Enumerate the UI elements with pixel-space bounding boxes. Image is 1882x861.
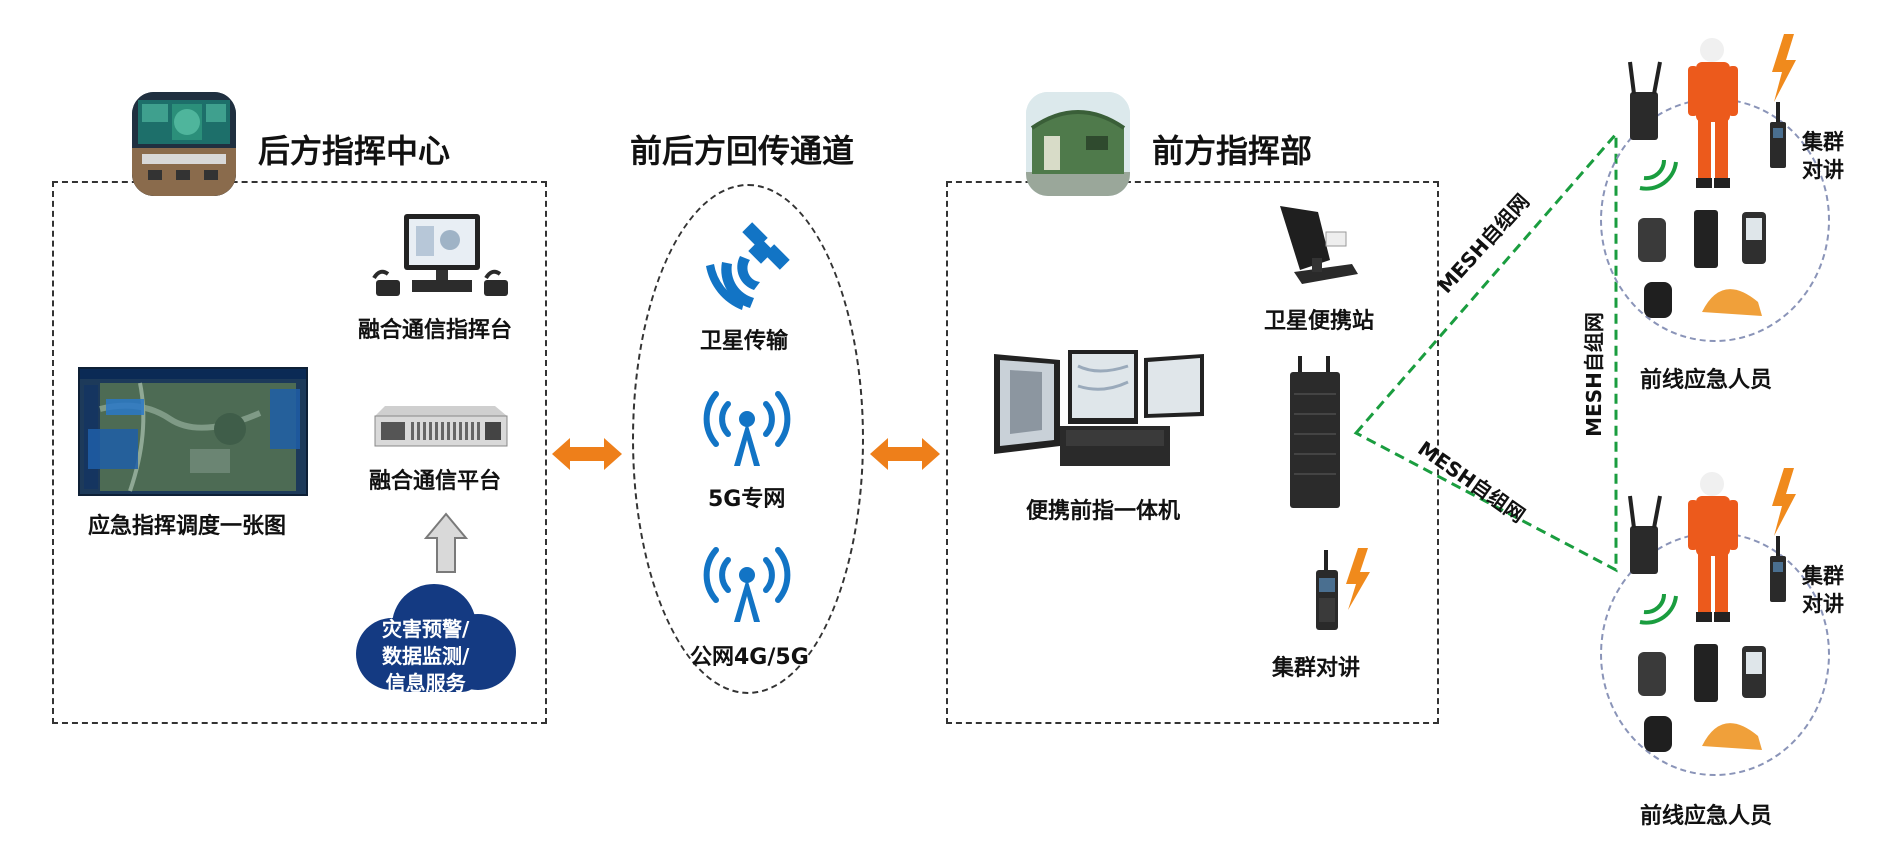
front-radio-svg [1316, 548, 1370, 630]
field-group-2-radio-label-2: 对讲 [1802, 592, 1844, 616]
mesh-base-station-graphic [1286, 354, 1344, 514]
satellite-svg [706, 222, 790, 310]
cloud-text: 灾害预警/ 数据监测/ 信息服务 [382, 616, 469, 697]
mesh-base-station-svg [1290, 356, 1340, 508]
server-svg [374, 406, 508, 447]
satellite-portable-svg [1280, 206, 1358, 284]
double-arrow-icon-right [870, 436, 940, 476]
field-group-2-svg [1628, 468, 1796, 752]
field-group-1-radio-label-2: 对讲 [1802, 158, 1844, 182]
satellite-transmission-label: 卫星传输 [700, 329, 789, 354]
field-group-1-radio-label-1: 集群 [1802, 130, 1844, 154]
cloud-line-2: 数据监测/ [382, 644, 470, 668]
antenna-public-svg [703, 547, 791, 622]
portable-terminal-graphic [990, 346, 1210, 478]
satellite-portable-label: 卫星便携站 [1264, 309, 1375, 334]
front-radio-graphic [1306, 548, 1376, 648]
command-center-photo [132, 92, 236, 196]
field-group-2-graphics [1620, 466, 1840, 770]
wifi-signal-icon-2 [1643, 593, 1667, 615]
satellite-portable-graphic [1272, 202, 1362, 292]
5g-private-label: 5G专网 [708, 487, 786, 512]
satellite-icon [700, 222, 792, 316]
backhaul-ellipse [632, 184, 864, 694]
command-console-svg [372, 214, 508, 296]
lightning-icon-2 [1772, 468, 1796, 536]
cloud-svg [356, 584, 516, 692]
command-console-label: 融合通信指挥台 [358, 318, 513, 343]
field-group-1-svg [1628, 34, 1796, 318]
dispatch-map-svg [80, 369, 306, 492]
antenna-tower-icon-public [700, 538, 794, 628]
double-arrow-right-svg [870, 438, 940, 470]
backhaul-title: 前后方回传通道 [630, 132, 855, 170]
cloud-line-3: 信息服务 [385, 671, 466, 695]
dispatch-map-label: 应急指挥调度一张图 [88, 514, 287, 539]
front-command-box [946, 181, 1439, 724]
wifi-signal-icon [1643, 159, 1667, 181]
field-group-1-team-label: 前线应急人员 [1640, 368, 1773, 393]
field-group-2-team-label: 前线应急人员 [1640, 804, 1773, 829]
up-arrow-icon [423, 512, 469, 578]
server-graphic [373, 402, 509, 456]
mesh-label-vertical: MESH自组网 [1581, 312, 1606, 437]
antenna-tower-icon [700, 382, 794, 472]
front-command-title: 前方指挥部 [1152, 132, 1313, 170]
field-group-2-radio-label-1: 集群 [1802, 564, 1844, 588]
public-network-label: 公网4G/5G [690, 645, 809, 670]
platform-label: 融合通信平台 [369, 469, 502, 494]
command-center-photo-art [132, 92, 236, 196]
rear-command-box [52, 181, 547, 724]
up-arrow-svg [423, 512, 469, 573]
antenna-5g-svg [703, 391, 791, 466]
lightning-icon [1346, 548, 1370, 610]
field-group-1-graphics [1620, 32, 1840, 336]
portable-terminal-label: 便携前指一体机 [1026, 499, 1181, 524]
dispatch-map-screen [78, 367, 308, 496]
command-console-graphic [366, 210, 516, 310]
mesh-triangle [1350, 129, 1620, 584]
portable-terminal-svg [994, 350, 1204, 466]
rear-command-title: 后方指挥中心 [258, 132, 451, 170]
mesh-triangle-svg [1353, 129, 1618, 573]
cloud-icon [350, 582, 520, 698]
cloud-line-1: 灾害预警/ [382, 617, 470, 641]
double-arrow-left-svg [552, 438, 622, 470]
command-tent-svg [1026, 92, 1130, 196]
double-arrow-icon-left [552, 436, 622, 476]
command-tent-photo [1026, 92, 1130, 196]
lightning-icon-1 [1772, 34, 1796, 102]
front-radio-label: 集群对讲 [1272, 656, 1361, 681]
